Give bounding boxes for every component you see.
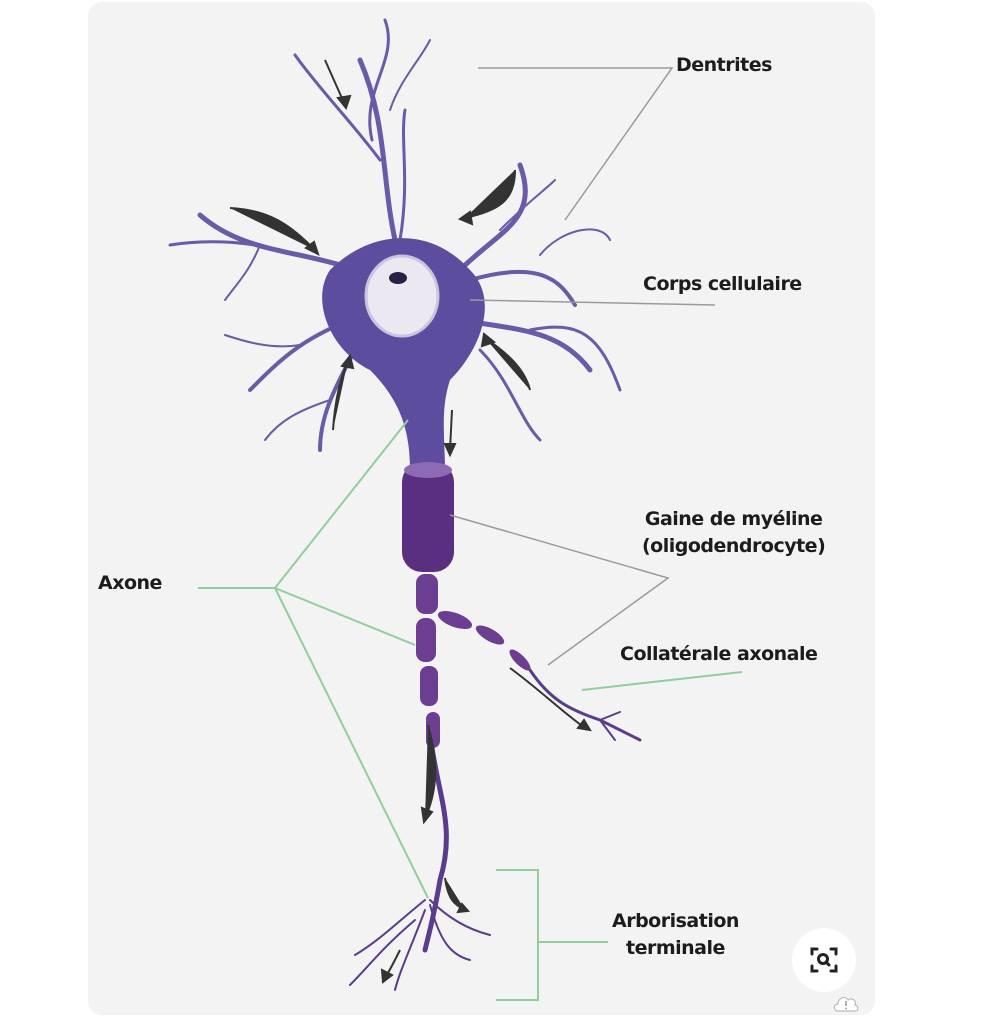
- label-cell-body: Corps cellulaire: [643, 273, 802, 295]
- cloud-alert-icon: [833, 996, 859, 1012]
- nucleolus: [389, 272, 407, 284]
- diagram-card: [88, 2, 875, 1015]
- label-collateral: Collatérale axonale: [620, 643, 818, 665]
- label-terminal: Arborisation terminale: [612, 908, 739, 962]
- signal-arrows: [229, 59, 592, 984]
- label-terminal-line1: Arborisation: [612, 910, 739, 932]
- label-myelin-line1: Gaine de myéline: [644, 508, 823, 530]
- green-leader-lines: [198, 419, 743, 1001]
- grey-leader-lines: [449, 67, 716, 666]
- label-axon: Axone: [98, 572, 162, 594]
- nucleus: [364, 254, 440, 338]
- cell-body: [322, 238, 485, 470]
- myelin-sheath: [402, 462, 454, 572]
- myelin-segments: [416, 574, 531, 748]
- myelin-top: [404, 462, 452, 478]
- axon-branches: [349, 668, 642, 991]
- visual-search-icon: [810, 947, 838, 973]
- label-dendrites: Dentrites: [676, 54, 772, 76]
- label-terminal-line2: terminale: [626, 937, 725, 959]
- label-myelin-line2: (oligodendrocyte): [642, 535, 826, 557]
- visual-search-button[interactable]: [792, 928, 856, 992]
- label-myelin: Gaine de myéline (oligodendrocyte): [642, 506, 826, 560]
